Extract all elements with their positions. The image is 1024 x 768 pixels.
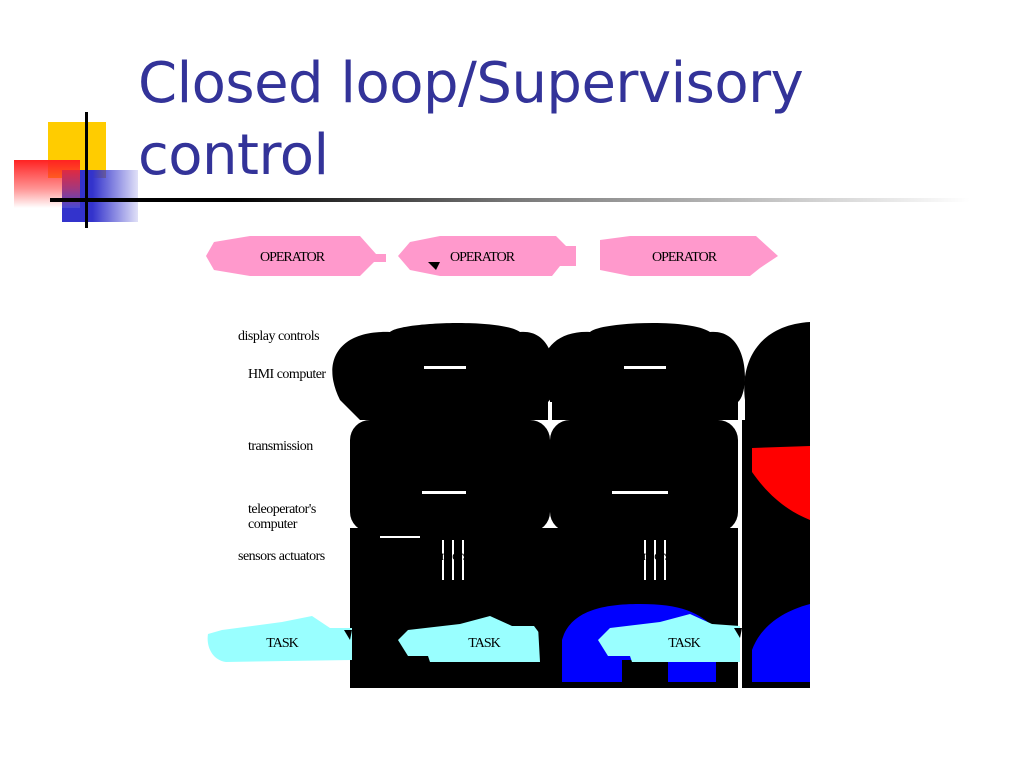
- label-teleoperator-computer-1: teleoperator's: [248, 502, 316, 517]
- slide-title-line1: Closed loop/Supervisory: [138, 51, 804, 116]
- task-badge-3: TASK: [598, 614, 742, 662]
- red-shape: [752, 446, 810, 520]
- operator-badge-2: OPERATOR: [398, 236, 576, 276]
- label-display-controls: display controls: [238, 329, 320, 344]
- loop-details-white: [380, 366, 742, 688]
- slide-title: Closed loop/Supervisory control: [138, 48, 958, 192]
- operator-badge-3: OPERATOR: [600, 236, 778, 276]
- operator-label-2: OPERATOR: [450, 250, 516, 265]
- task-label-2: TASK: [468, 636, 500, 651]
- task-label-1: TASK: [266, 636, 298, 651]
- label-teleoperator-computer-2: computer: [248, 517, 297, 532]
- task-label-3: TASK: [668, 636, 700, 651]
- blue-blob-3: [752, 604, 810, 682]
- operator-badge-1: OPERATOR: [206, 236, 386, 276]
- label-sensors-actuators: sensors actuators: [238, 549, 325, 564]
- slide-title-line2: control: [138, 123, 329, 188]
- label-sensors-actuators-3: sensors actuators: [632, 549, 719, 564]
- operator-label-3: OPERATOR: [652, 250, 718, 265]
- task-badge-2: TASK: [398, 616, 542, 662]
- task-badge-1: TASK: [207, 616, 352, 662]
- title-underline: [50, 198, 970, 202]
- label-hmi-computer: HMI computer: [248, 367, 326, 382]
- operator-label-1: OPERATOR: [260, 250, 326, 265]
- label-sensors-actuators-2: sensors actuators: [430, 549, 517, 564]
- decor-vertical-line: [85, 112, 88, 228]
- label-transmission: transmission: [248, 439, 313, 454]
